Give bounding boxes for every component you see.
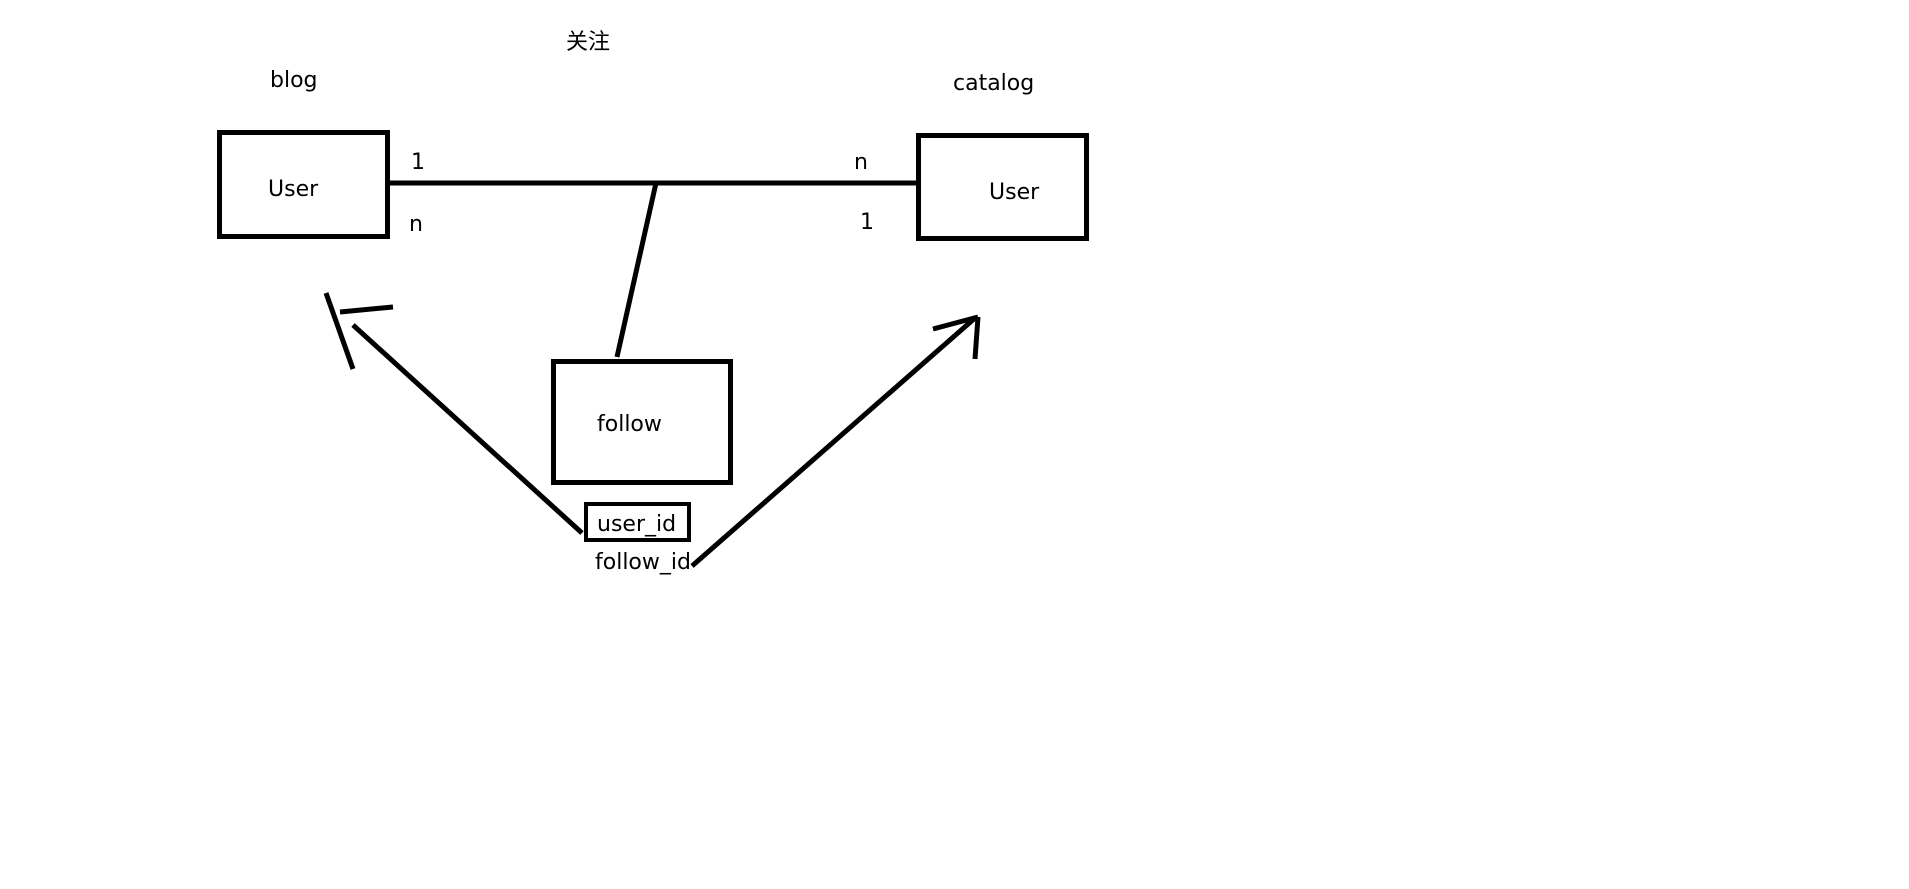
follow-label: follow	[597, 412, 662, 437]
cardinality-right-bottom: 1	[860, 210, 874, 235]
user-id-field-box: user_id	[584, 502, 691, 542]
user-id-arrow-head-a	[323, 292, 356, 370]
cardinality-left-bottom: n	[409, 212, 423, 237]
follow-stem-line	[614, 182, 659, 358]
diagram-title: 关注	[566, 30, 611, 55]
follow-id-arrow-head-a	[932, 314, 979, 332]
user-id-arrow-head-b	[339, 304, 394, 315]
cardinality-right-top: n	[854, 150, 868, 175]
follow-id-field: follow_id	[595, 550, 691, 575]
user-id-field: user_id	[597, 512, 677, 537]
follow-id-arrow-shaft	[690, 316, 977, 568]
right-user-label: User	[989, 180, 1040, 205]
follow-id-arrow-head-b	[972, 316, 981, 360]
catalog-label: catalog	[953, 71, 1035, 96]
left-user-entity: User	[217, 130, 390, 239]
follow-entity: follow	[551, 359, 733, 485]
left-user-label: User	[268, 177, 319, 202]
right-user-entity: User	[916, 133, 1089, 241]
user-id-arrow-shaft	[351, 323, 584, 535]
blog-label: blog	[270, 68, 318, 93]
cardinality-left-top: 1	[411, 150, 425, 175]
